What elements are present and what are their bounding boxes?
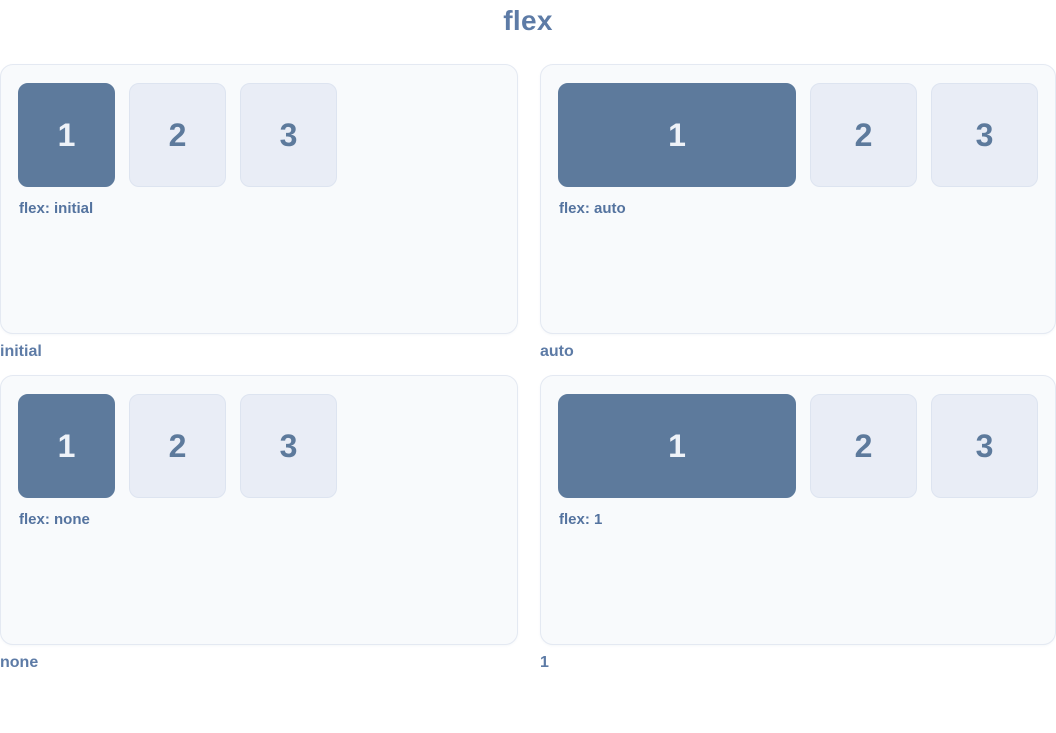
- flex-value-caption: flex: initial: [19, 200, 94, 217]
- demo-cell-1: 1 2 3 flex: 1 1: [540, 375, 1056, 672]
- flex-item-number: 2: [168, 116, 187, 153]
- demo-grid: 1 2 3 flex: initial initial 1: [0, 64, 1056, 672]
- flex-demo-panel: 1 2 3 flex: 1: [540, 375, 1056, 645]
- flex-item-2: 2: [810, 394, 917, 498]
- demo-cell-initial: 1 2 3 flex: initial initial: [0, 64, 518, 361]
- panel-label: none: [0, 654, 39, 671]
- flex-item-1: 1: [558, 394, 796, 498]
- panel-label: 1: [540, 654, 549, 671]
- flex-item-number: 3: [975, 427, 994, 464]
- flex-item-number: 1: [668, 116, 686, 153]
- flex-item-number: 2: [854, 427, 873, 464]
- flex-item-3: 3: [931, 83, 1038, 187]
- flex-item-number: 2: [168, 427, 187, 464]
- flex-item-number: 3: [279, 427, 298, 464]
- page-title: flex: [503, 5, 553, 36]
- flex-items-row: 1 2 3: [18, 394, 500, 498]
- flex-items-row: 1 2 3: [18, 83, 500, 187]
- flex-item-number: 1: [57, 427, 76, 464]
- flex-item-1: 1: [18, 394, 115, 498]
- flex-items-row: 1 2 3: [558, 394, 1038, 498]
- flex-item-number: 1: [668, 427, 686, 464]
- flex-items-row: 1 2 3: [558, 83, 1038, 187]
- flex-item-number: 3: [975, 116, 994, 153]
- flex-item-number: 3: [279, 116, 298, 153]
- panel-label: auto: [540, 343, 574, 360]
- demo-cell-auto: 1 2 3 flex: auto auto: [540, 64, 1056, 361]
- flex-demo-panel: 1 2 3 flex: initial: [0, 64, 518, 334]
- flex-item-3: 3: [240, 83, 337, 187]
- flex-item-3: 3: [240, 394, 337, 498]
- demo-cell-none: 1 2 3 flex: none none: [0, 375, 518, 672]
- flex-value-caption: flex: auto: [559, 200, 626, 217]
- flex-item-3: 3: [931, 394, 1038, 498]
- flex-item-number: 2: [854, 116, 873, 153]
- flex-item-number: 1: [57, 116, 76, 153]
- flex-demo-panel: 1 2 3 flex: none: [0, 375, 518, 645]
- flex-item-2: 2: [129, 394, 226, 498]
- flex-value-caption: flex: none: [19, 511, 90, 528]
- flex-item-2: 2: [129, 83, 226, 187]
- flex-item-1: 1: [18, 83, 115, 187]
- flex-item-2: 2: [810, 83, 917, 187]
- panel-label: initial: [0, 343, 42, 360]
- flex-item-1: 1: [558, 83, 796, 187]
- flex-value-caption: flex: 1: [559, 511, 603, 528]
- flex-demo-panel: 1 2 3 flex: auto: [540, 64, 1056, 334]
